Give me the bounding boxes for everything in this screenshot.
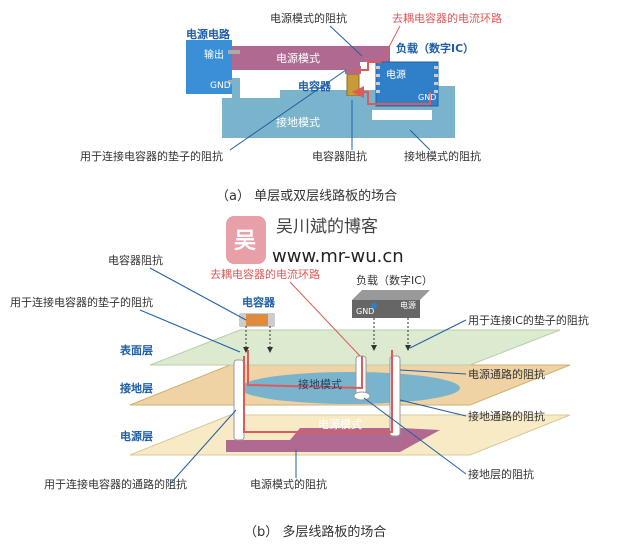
leaders-a — [229, 25, 431, 151]
ic-power-label-a: 电源 — [386, 68, 406, 81]
ic-power-label-b: 电源 — [400, 300, 416, 310]
watermark-logo-char: 吴 — [234, 229, 256, 254]
surface-layer-plane — [149, 329, 561, 366]
watermark-url: www.mr-wu.cn — [272, 246, 404, 267]
ic-gnd-label-a: GND — [418, 93, 436, 102]
output-label: 输出 — [204, 48, 224, 61]
gnd-source-label: GND — [210, 81, 231, 91]
ground-mode-impedance-label-a: 接地模式的阻抗 — [404, 149, 481, 163]
pad-impedance-label-b: 用于连接电容器的垫子的阻抗 — [10, 295, 153, 309]
power-circuit-label: 电源电路 — [186, 27, 231, 41]
pad-impedance-label-a: 用于连接电容器的垫子的阻抗 — [80, 149, 223, 163]
load-ic-component-b — [352, 290, 430, 318]
ground-layer-impedance-label-b: 接地层的阻抗 — [468, 467, 534, 481]
power-mode-label-b: 电源模式 — [318, 417, 362, 431]
surface-layer-label: 表面层 — [119, 343, 153, 357]
power-mode-shape-a — [230, 46, 390, 70]
capacitor-component-b — [239, 313, 275, 327]
caption-b: （b） 多层线路板的场合 — [244, 524, 386, 540]
diagram-b: 电容器阻抗 去耦电容器的电流环路 负载（数字IC） 用于连接电容器的垫子的阻抗 … — [10, 253, 589, 540]
power-via-impedance-label-b: 电源通路的阻抗 — [468, 367, 545, 381]
cap-impedance-label-b: 电容器阻抗 — [108, 253, 163, 267]
ground-mode-label-b: 接地模式 — [298, 378, 342, 391]
cap-impedance-label-a: 电容器阻抗 — [312, 149, 367, 163]
load-ic-label-a: 负载（数字IC） — [396, 41, 474, 55]
watermark-logo — [226, 216, 266, 264]
power-layer-label: 电源层 — [120, 429, 153, 443]
watermark-title: 吴川斌的博客 — [276, 217, 378, 237]
power-circuit-box — [186, 40, 232, 94]
ic-pad-impedance-label-b: 用于连接IC的垫子的阻抗 — [468, 313, 589, 327]
decoupling-loop-label-a: 去耦电容器的电流环路 — [392, 11, 502, 25]
decoupling-loop-b — [243, 350, 393, 433]
decoupling-loop-label-b: 去耦电容器的电流环路 — [210, 267, 320, 281]
caption-a: （a） 单层或双层线路板的场合 — [216, 188, 397, 204]
ground-layer-label: 接地层 — [120, 381, 153, 395]
pad-connectors-b — [243, 318, 411, 353]
decoupling-loop-a — [354, 61, 431, 105]
power-mode-impedance-label-a: 电源模式的阻抗 — [270, 11, 347, 25]
ground-mode-label-a: 接地模式 — [276, 116, 320, 129]
leaders-b — [139, 267, 467, 485]
capacitor-label-b: 电容器 — [242, 295, 276, 309]
cap-via-impedance-label-b: 用于连接电容器的通路的阻抗 — [44, 477, 187, 491]
diagram-a: 电源电路 输出 GND 电源模式 电源模式的阻抗 去耦电容器的电流环路 负载（数… — [80, 11, 502, 204]
power-mode-impedance-label-b: 电源模式的阻抗 — [250, 477, 327, 491]
ic-gnd-label-b: GND — [356, 307, 374, 316]
capacitor-label-a: 电容器 — [298, 79, 332, 93]
ground-mode-notch-a — [372, 110, 432, 120]
watermark: 吴 吴川斌的博客 www.mr-wu.cn — [226, 216, 404, 267]
power-mode-shape-b — [226, 428, 440, 452]
load-ic-label-b: 负载（数字IC） — [356, 273, 433, 287]
ground-via-impedance-label-b: 接地通路的阻抗 — [468, 409, 545, 423]
power-mode-label-a: 电源模式 — [276, 51, 320, 65]
